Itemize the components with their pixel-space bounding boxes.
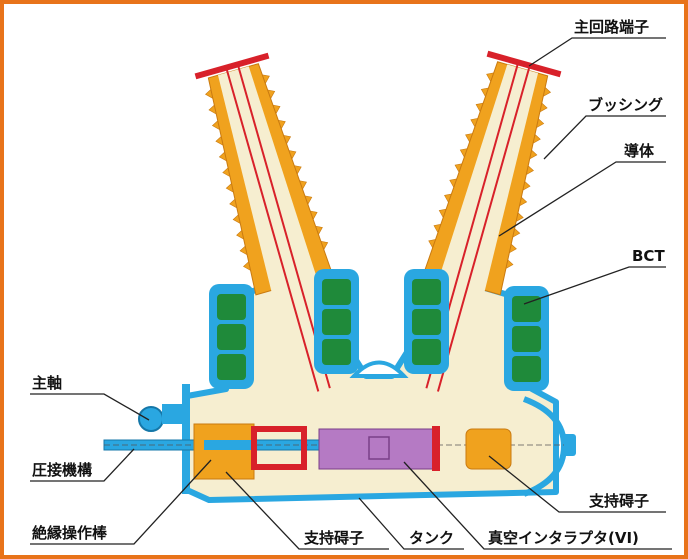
label-insulated-rod: 絶縁操作棒 [32, 524, 108, 542]
label-vacuum-interrupter: 真空インタラプタ(VI) [488, 529, 639, 547]
right-end-knob [562, 434, 576, 456]
bct-core [322, 309, 351, 335]
circuit-breaker-diagram: 主回路端子 ブッシング 導体 BCT 主軸 圧接機構 絶縁操作棒 支持碍子 タン… [30, 18, 672, 550]
support-insulator-left-gap [204, 440, 254, 450]
support-insulator-right [465, 428, 512, 470]
label-pressure-mechanism: 圧接機構 [32, 461, 92, 479]
bct-core [412, 339, 441, 365]
red-contact-right [432, 426, 440, 471]
leader-lines [30, 37, 672, 550]
bct-core [512, 296, 541, 322]
main-shaft [138, 406, 164, 432]
conductor-edge [225, 67, 320, 392]
bushings [194, 50, 562, 392]
bct-core [217, 324, 246, 350]
main-terminal [194, 52, 270, 80]
label-bushing: ブッシング [588, 96, 663, 114]
bct-core [322, 279, 351, 305]
bct-core [217, 354, 246, 380]
bct-core [512, 356, 541, 382]
shaft-bracket [162, 404, 186, 424]
label-support-insulator-right: 支持碍子 [588, 492, 649, 510]
bct-core [412, 279, 441, 305]
label-support-insulator-left: 支持碍子 [303, 529, 364, 547]
bct-core [412, 309, 441, 335]
main-terminal [486, 50, 562, 78]
label-main-terminal: 主回路端子 [574, 18, 649, 36]
label-conductor: 導体 [624, 142, 655, 160]
support-insulator-left [193, 423, 255, 480]
bct-core [512, 326, 541, 352]
label-bct: BCT [632, 247, 665, 265]
bct-core [322, 339, 351, 365]
bct-core [217, 294, 246, 320]
bct-housings [209, 269, 549, 391]
vi-contacts [368, 436, 390, 460]
label-tank: タンク [409, 529, 454, 547]
conductor-edge [436, 65, 531, 392]
vacuum-interrupter-body [318, 428, 435, 470]
left-flange [182, 384, 190, 494]
bushing-interior [426, 64, 539, 330]
bushing-interior [217, 66, 330, 330]
label-main-shaft: 主軸 [32, 374, 62, 392]
red-contact-left [251, 426, 307, 470]
tank-notch [349, 360, 409, 378]
